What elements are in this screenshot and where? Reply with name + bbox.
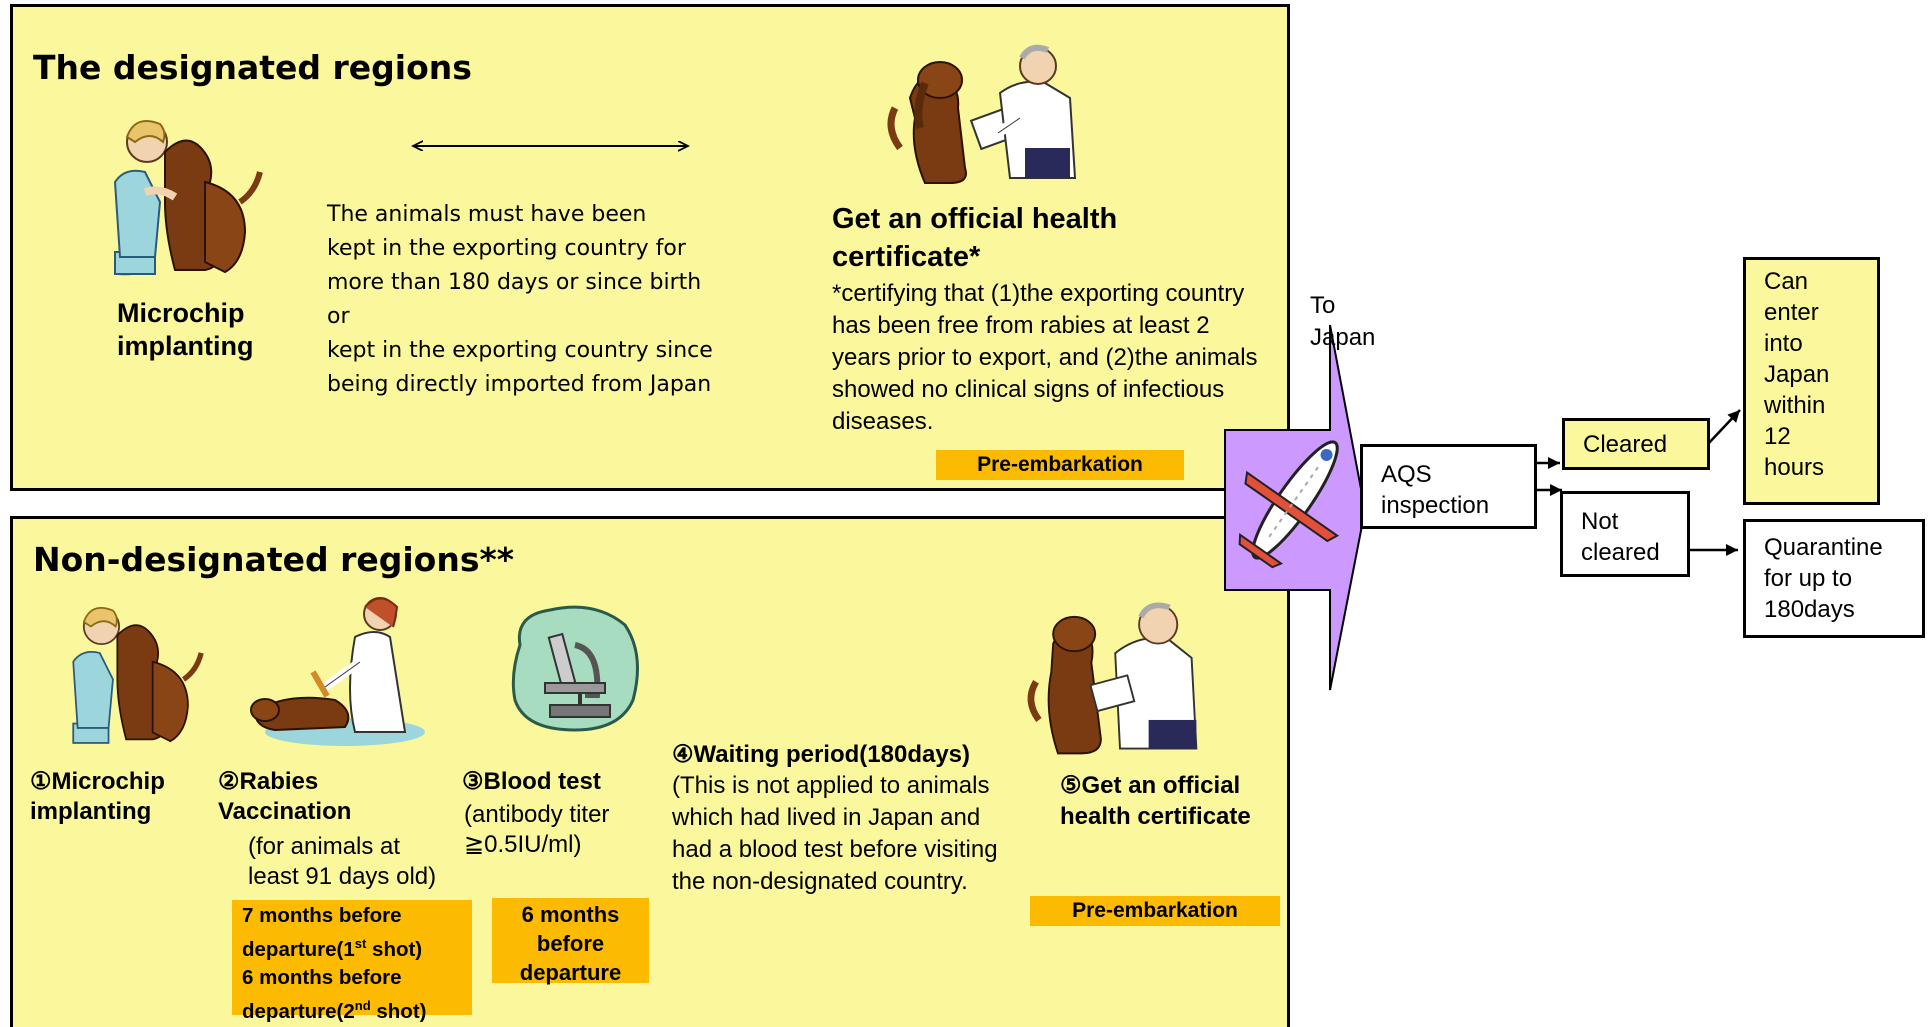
can-enter-japan-box: Can enter into Japan within 12 hours: [1743, 257, 1880, 505]
vet-hugging-dog-icon: [72, 607, 204, 744]
step3-antibody-note: (antibody titer ≧0.5IU/ml): [464, 801, 610, 858]
step2-timing-1: 7 months before departure(1st shot): [242, 904, 423, 961]
step2-timing-tag: 7 months before departure(1st shot) 6 mo…: [232, 900, 472, 1023]
not-cleared-box: Not cleared: [1560, 491, 1690, 577]
designated-residence-text: The animals must have been kept in the e…: [327, 202, 713, 397]
airplane-icon: [1238, 440, 1340, 569]
vet-hugging-dog-icon: [113, 120, 263, 276]
step2-rabies-vaccination-title: ②Rabies Vaccination: [218, 768, 352, 825]
vet-vaccinating-dog-icon: [250, 597, 425, 746]
designated-regions-title: The designated regions: [33, 48, 472, 87]
to-japan-label: To Japan: [1310, 292, 1376, 351]
cleared-box: Cleared: [1562, 418, 1710, 470]
step2-age-note: (for animals at least 91 days old): [248, 833, 437, 890]
designated-pre-embarkation-tag: Pre-embarkation: [936, 450, 1184, 480]
step2-timing-2: 6 months before departure(2nd shot): [242, 965, 427, 1023]
vet-examining-dog-icon: [887, 44, 1077, 184]
step3-blood-test-title: ③Blood test: [462, 768, 601, 795]
quarantine-box: Quarantine for up to 180days: [1743, 519, 1925, 638]
vet-examining-dog-icon: [1027, 602, 1198, 755]
step4-waiting-period-title: ④Waiting period(180days): [672, 741, 971, 768]
non-designated-regions-title: Non-designated regions**: [33, 540, 514, 579]
designated-certificate-title: Get an official health certificate*: [832, 203, 1118, 273]
step4-waiting-note: (This is not applied to animals which ha…: [672, 772, 998, 895]
step3-timing-tag: 6 months before departure: [492, 898, 649, 985]
step1-microchip-label: ①Microchip implanting: [30, 768, 165, 825]
designated-microchip-label: Microchip implanting: [117, 298, 254, 361]
microscope-icon: [511, 605, 639, 732]
non-designated-pre-embarkation-tag: Pre-embarkation: [1030, 896, 1280, 926]
step5-certificate-title: ⑤Get an official health certificate: [1060, 772, 1251, 830]
non-designated-regions-panel: [10, 516, 1290, 1027]
aqs-inspection-box: AQS inspection: [1360, 444, 1537, 529]
designated-certificate-note: *certifying that (1)the exporting countr…: [832, 280, 1258, 435]
